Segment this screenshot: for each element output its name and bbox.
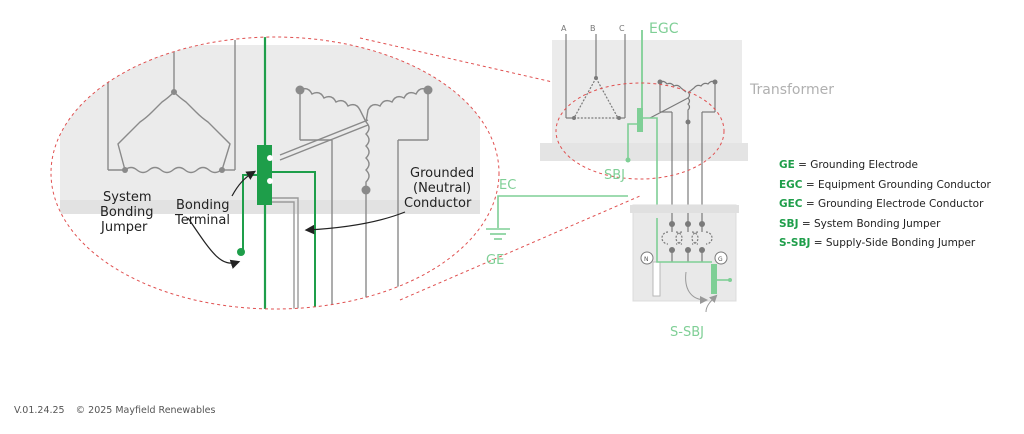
label-grounded-conductor-3: Conductor bbox=[404, 196, 472, 211]
arrow-system-bonding-jumper bbox=[187, 217, 241, 269]
label-transformer: Transformer bbox=[749, 82, 834, 98]
arrow-grounded-conductor bbox=[304, 211, 406, 235]
legend: GE = Grounding Electrode EGC = Equipment… bbox=[779, 156, 991, 254]
legend-text: = Grounding Electrode bbox=[794, 159, 919, 171]
label-phase-c: C bbox=[619, 24, 625, 33]
legend-abbr: S-SBJ bbox=[779, 237, 811, 249]
label-phase-b: B bbox=[590, 24, 596, 33]
arrow-s-sbj-right bbox=[705, 294, 718, 313]
legend-text: = Supply-Side Bonding Jumper bbox=[810, 237, 976, 249]
footer-version: V.01.24.25 bbox=[14, 405, 65, 416]
legend-row-sbj: SBJ = System Bonding Jumper bbox=[779, 215, 991, 235]
legend-row-ge: GE = Grounding Electrode bbox=[779, 156, 991, 176]
label-ground-marker: G bbox=[718, 256, 723, 263]
label-s-sbj: S-SBJ bbox=[670, 325, 704, 340]
zoom-detail bbox=[51, 37, 499, 309]
legend-row-egc: EGC = Equipment Grounding Conductor bbox=[779, 176, 991, 196]
system-bonding-jumper-dot bbox=[237, 248, 245, 256]
label-grounded-conductor-2: (Neutral) bbox=[413, 181, 471, 196]
label-grounded-conductor-1: Grounded bbox=[410, 166, 474, 181]
transformer bbox=[540, 30, 748, 218]
bonding-terminal-zoom bbox=[257, 145, 272, 205]
zoom-connector-bottom bbox=[399, 195, 641, 301]
legend-text: = Grounding Electrode Conductor bbox=[802, 198, 984, 210]
footer-copyright: © 2025 Mayfield Renewables bbox=[75, 405, 216, 416]
label-ec: EC bbox=[499, 178, 516, 193]
ec-conductor bbox=[497, 195, 628, 228]
label-sbj: SBJ bbox=[604, 168, 625, 183]
arrow-s-sbj-left bbox=[685, 271, 708, 304]
legend-abbr: GEC bbox=[779, 198, 803, 210]
legend-abbr: GE bbox=[779, 159, 795, 171]
label-neutral-marker: N bbox=[644, 256, 649, 263]
legend-abbr: SBJ bbox=[779, 217, 799, 230]
legend-text: = Equipment Grounding Conductor bbox=[802, 178, 991, 191]
arrow-bonding-terminal bbox=[231, 170, 257, 197]
legend-abbr: EGC bbox=[779, 178, 803, 191]
label-egc: EGC bbox=[649, 21, 679, 37]
label-ge: GE bbox=[486, 253, 504, 268]
legend-row-gec: GEC = Grounding Electrode Conductor bbox=[779, 195, 991, 215]
label-bonding-terminal-2: Terminal bbox=[174, 213, 230, 228]
footer: V.01.24.25 © 2025 Mayfield Renewables bbox=[14, 405, 223, 416]
legend-text: = System Bonding Jumper bbox=[798, 217, 941, 230]
service-panel bbox=[630, 204, 739, 302]
small-zoom-ellipse bbox=[555, 82, 725, 180]
legend-row-s-sbj: S-SBJ = Supply-Side Bonding Jumper bbox=[779, 234, 991, 254]
label-system-bonding-jumper-3: Jumper bbox=[100, 220, 148, 235]
label-bonding-terminal-1: Bonding bbox=[176, 198, 229, 213]
label-phase-a: A bbox=[561, 24, 567, 33]
label-system-bonding-jumper-2: Bonding bbox=[100, 205, 153, 220]
label-system-bonding-jumper-1: System bbox=[103, 190, 151, 205]
zoom-ellipse bbox=[50, 36, 500, 310]
